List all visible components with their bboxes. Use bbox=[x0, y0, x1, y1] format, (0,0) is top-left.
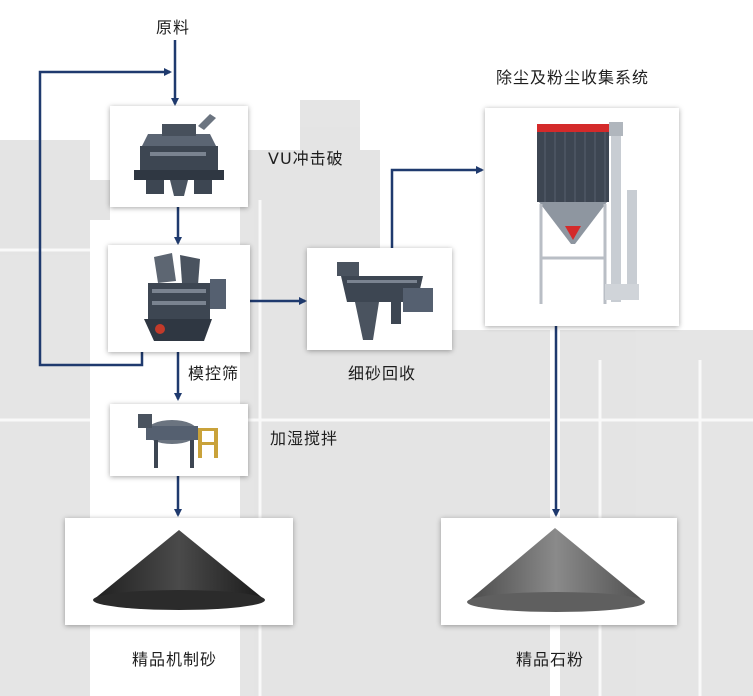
humidify-mixer-box bbox=[110, 404, 248, 476]
product-powder-box bbox=[441, 518, 677, 625]
sand-pile-icon bbox=[93, 530, 265, 610]
dust-collector-box bbox=[485, 108, 679, 326]
stone-powder-pile-icon bbox=[467, 528, 645, 612]
humidifying-mixer-machine-icon bbox=[138, 414, 218, 468]
arrow-return-loop bbox=[38, 68, 172, 367]
vu-crusher-box bbox=[110, 106, 248, 207]
label-mold-screen: 模控筛 bbox=[188, 364, 240, 383]
label-raw-material: 原料 bbox=[156, 18, 191, 37]
label-product-sand: 精品机制砂 bbox=[132, 650, 218, 669]
mold-screen-machine-icon bbox=[144, 253, 226, 341]
dust-collector-tower-icon bbox=[537, 122, 639, 304]
arrow-recovery-to-collector bbox=[390, 166, 484, 248]
product-sand-box bbox=[65, 518, 293, 625]
label-fine-sand-recovery: 细砂回收 bbox=[348, 364, 417, 383]
mold-screen-box bbox=[108, 245, 250, 352]
label-vu-crusher: VU冲击破 bbox=[268, 149, 344, 168]
fine-sand-recovery-machine-icon bbox=[337, 262, 433, 340]
label-product-powder: 精品石粉 bbox=[516, 650, 585, 669]
label-humidify-mix: 加湿搅拌 bbox=[270, 429, 339, 448]
label-dust-system: 除尘及粉尘收集系统 bbox=[496, 68, 650, 87]
vu-crusher-machine-icon bbox=[134, 114, 224, 196]
fine-sand-recovery-box bbox=[307, 248, 452, 350]
